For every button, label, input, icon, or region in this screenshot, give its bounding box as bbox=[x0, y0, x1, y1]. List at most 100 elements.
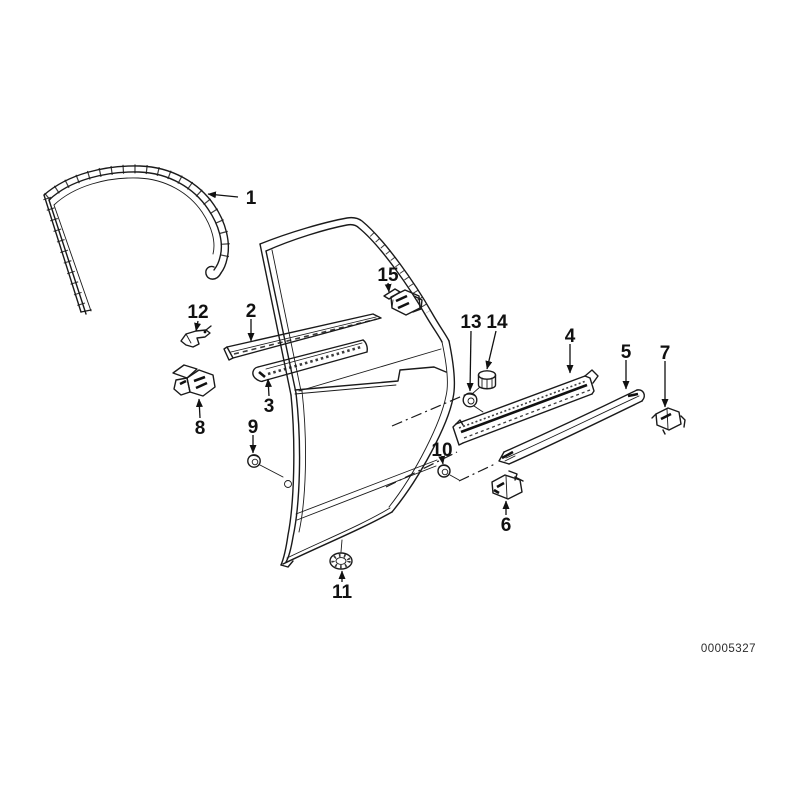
part-13-grommet-segment bbox=[463, 393, 476, 397]
part-8-clip-segment bbox=[173, 377, 191, 396]
part-3-belt-molding-inner-segment bbox=[252, 366, 264, 383]
part-3-belt-molding-inner bbox=[252, 339, 368, 383]
part-15-clip-segment bbox=[412, 295, 423, 313]
part-label-4: 4 bbox=[565, 326, 576, 347]
alignment-dashdot-lines bbox=[385, 393, 498, 488]
part-label-11: 11 bbox=[332, 582, 353, 603]
alignment-dashdot-lines-segment bbox=[391, 393, 468, 427]
door-panel-segment bbox=[271, 249, 302, 392]
part-9-grommet bbox=[247, 454, 284, 478]
door-panel-segment bbox=[280, 560, 294, 568]
part-11-grommet-segment bbox=[335, 557, 347, 565]
callout-12-segment bbox=[194, 320, 202, 332]
part-4-molding-strip-segment bbox=[455, 419, 464, 426]
part-9-grommet-segment bbox=[247, 454, 261, 468]
part-4-molding-strip-segment bbox=[452, 423, 464, 446]
part-label-9: 9 bbox=[248, 417, 259, 438]
part-5-molding-strip-segment bbox=[498, 451, 510, 465]
part-15-clip-segment bbox=[395, 294, 408, 303]
door-panel-segment bbox=[282, 511, 393, 565]
callout-1-segment bbox=[207, 191, 239, 199]
door-panel-segment bbox=[280, 394, 295, 566]
callout-15: 15 bbox=[377, 265, 399, 293]
part-15-clip-segment bbox=[397, 301, 410, 310]
callout-7: 7 bbox=[660, 343, 671, 408]
part-12-clip-segment bbox=[205, 325, 212, 331]
door-panel-segment bbox=[286, 507, 391, 559]
callout-8-segment bbox=[195, 398, 203, 419]
part-1-window-guide-seal bbox=[43, 164, 230, 315]
part-14-push-nut bbox=[471, 370, 497, 395]
callout-14-segment bbox=[485, 330, 497, 370]
alignment-dashdot-lines-segment bbox=[385, 451, 458, 488]
callout-13: 13 bbox=[460, 312, 482, 392]
part-label-13: 13 bbox=[460, 312, 481, 333]
door-panel-segment bbox=[294, 366, 447, 391]
part-12-clip-segment bbox=[203, 330, 207, 334]
part-7-clip-segment bbox=[660, 412, 672, 421]
part-2-belt-molding-outer bbox=[223, 313, 382, 361]
part-3-belt-molding-inner-segment bbox=[265, 342, 363, 370]
part-6-clip bbox=[491, 470, 524, 500]
part-4-molding-strip-segment bbox=[584, 369, 599, 384]
callout-13-segment bbox=[466, 330, 474, 392]
part-label-15: 15 bbox=[377, 265, 399, 286]
part-2-belt-molding-outer-segment bbox=[230, 316, 377, 353]
part-2-belt-molding-outer-segment bbox=[226, 313, 382, 359]
part-10-grommet-segment bbox=[441, 468, 449, 476]
part-label-8: 8 bbox=[195, 418, 206, 439]
door-panel-segment bbox=[369, 231, 431, 314]
part-3-belt-molding-inner-segment bbox=[257, 339, 364, 368]
part-11-grommet-segment bbox=[340, 539, 343, 553]
part-1-window-guide-seal-segment bbox=[48, 171, 223, 271]
part-8-clip-segment bbox=[193, 375, 206, 383]
part-1-window-guide-seal-segment bbox=[44, 164, 230, 260]
callout-4: 4 bbox=[565, 326, 576, 374]
door-panel-segment bbox=[259, 216, 450, 342]
part-3-belt-molding-inner-segment bbox=[362, 339, 368, 353]
part-12-clip-segment bbox=[180, 329, 211, 348]
part-13-grommet-segment bbox=[467, 397, 475, 405]
part-5-molding-strip-segment bbox=[508, 400, 643, 465]
part-12-clip bbox=[180, 325, 212, 348]
door-panel-segment bbox=[298, 390, 307, 533]
part-10-grommet-segment bbox=[438, 465, 449, 468]
part-1-window-guide-seal-segment bbox=[53, 177, 215, 255]
part-label-3: 3 bbox=[264, 396, 275, 417]
part-4-molding-strip bbox=[452, 369, 599, 446]
part-1-window-guide-seal-segment bbox=[53, 204, 92, 312]
door-panel-segment bbox=[296, 465, 437, 521]
part-4-molding-strip-segment bbox=[455, 375, 586, 425]
part-5-molding-strip-segment bbox=[503, 389, 638, 453]
door-panel-segment bbox=[265, 250, 297, 394]
callout-8: 8 bbox=[195, 398, 206, 439]
door-panel bbox=[259, 216, 456, 568]
part-8-clip-segment bbox=[195, 381, 208, 390]
part-7-clip-segment bbox=[666, 408, 669, 430]
part-3-belt-molding-inner-segment bbox=[262, 351, 368, 382]
part-7-clip bbox=[651, 407, 686, 435]
callout-11: 11 bbox=[332, 570, 353, 603]
callout-1: 1 bbox=[207, 188, 257, 209]
part-14-push-nut-segment bbox=[471, 386, 481, 395]
part-15-clip bbox=[383, 288, 423, 316]
part-9-grommet-segment bbox=[259, 464, 284, 478]
part-5-molding-strip bbox=[498, 389, 645, 465]
doc-number: 00005327 bbox=[701, 643, 756, 655]
part-7-clip-segment bbox=[651, 413, 657, 419]
callout-6: 6 bbox=[501, 500, 512, 536]
door-panel-segment bbox=[285, 392, 301, 563]
callout-3-segment bbox=[264, 378, 272, 397]
part-label-7: 7 bbox=[660, 343, 671, 364]
callout-14: 14 bbox=[485, 312, 508, 370]
part-8-clip bbox=[172, 364, 216, 397]
part-9-grommet-segment bbox=[248, 455, 259, 458]
callout-10-segment bbox=[438, 455, 446, 465]
callout-9: 9 bbox=[248, 417, 259, 454]
part-14-push-nut-segment bbox=[477, 370, 497, 380]
part-label-6: 6 bbox=[501, 515, 512, 536]
part-label-1: 1 bbox=[246, 188, 257, 209]
part-10-grommet-segment bbox=[437, 464, 451, 478]
door-panel-segment bbox=[298, 348, 442, 392]
